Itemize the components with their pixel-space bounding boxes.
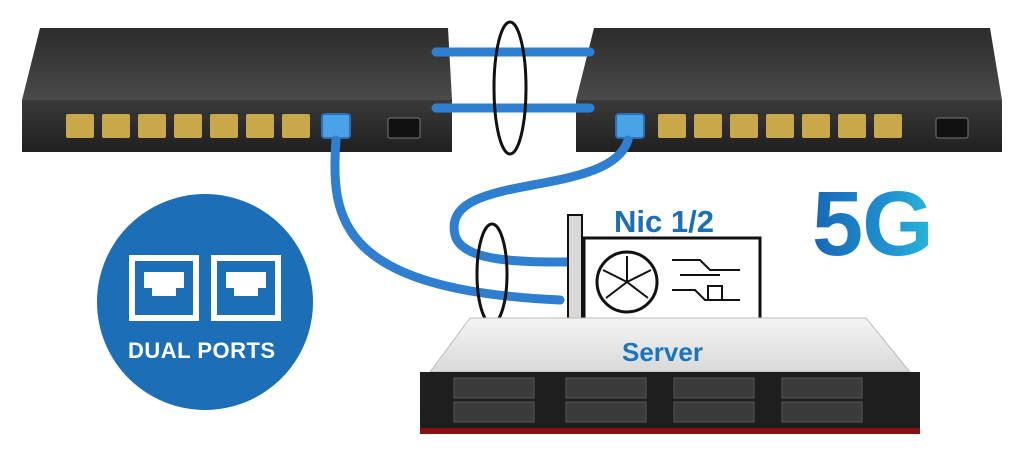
ethernet-port-icon xyxy=(211,255,281,321)
switch-right-ports xyxy=(615,113,969,139)
nic-label: Nic 1/2 xyxy=(614,204,714,239)
switch-left xyxy=(22,28,452,152)
dual-ports-badge xyxy=(97,194,313,410)
switch-right xyxy=(576,28,1002,152)
inter-switch-cables xyxy=(431,47,595,113)
ethernet-port-icon xyxy=(129,255,199,321)
link-aggregation-ring-bottom xyxy=(475,222,509,326)
switch-left-ports xyxy=(66,113,421,139)
link-aggregation-ring-top xyxy=(492,20,528,156)
speed-label: 5G xyxy=(812,173,934,275)
server-label: Server xyxy=(622,337,703,367)
rack-server xyxy=(420,317,920,434)
nic-cables xyxy=(330,135,633,305)
badge-label: DUAL PORTS xyxy=(128,338,276,363)
